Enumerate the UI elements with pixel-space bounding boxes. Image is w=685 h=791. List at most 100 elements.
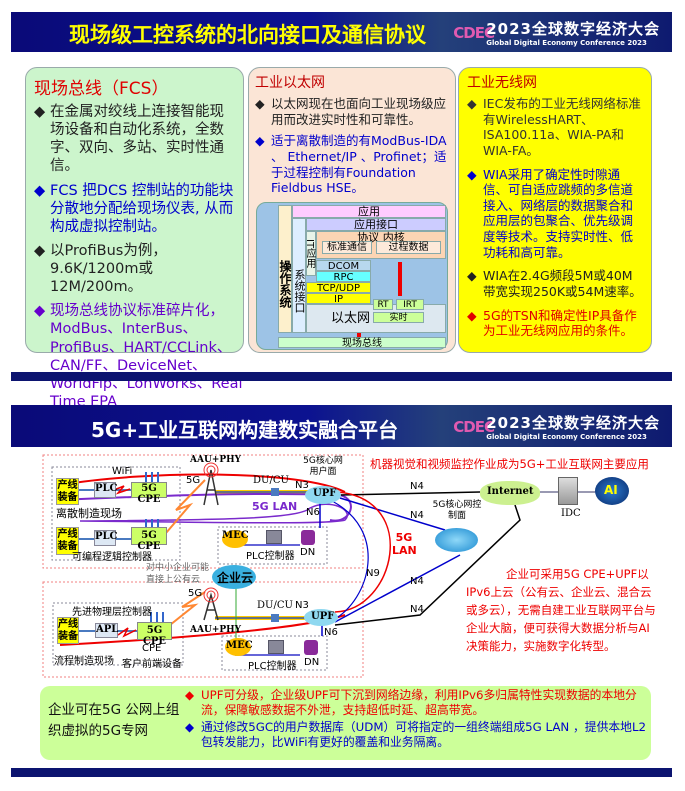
production-equipment: 产线装备 [56,478,79,505]
upf-label: UPF [313,488,337,499]
idc-label: IDC [561,508,581,519]
antenna-icon [145,472,164,622]
conference-logo: 2023全球数字经济大会 Global Digital Economy Conf… [486,18,660,47]
logo-mark: CDEC [453,24,495,42]
n4-label: N4 [410,604,424,615]
ethernet-item: 以太网现在也面向工业现场级应用而改进实时性和可靠性。 [255,96,455,127]
mec-label: MEC [226,640,253,651]
server-icon [268,640,284,654]
stack-ip: IP [306,293,371,305]
sme-note: 对中小企业可能直接上公有云 [146,563,210,585]
cpe-box: 5G CPE [131,527,167,552]
enterprise-cloud-label: 企业云 [217,571,254,585]
n4-label: N4 [410,481,424,492]
internet-label: Internet [487,486,534,497]
upf-cloud: UPF [305,486,341,504]
apl-controller-label: 先进物理层控制器 [72,607,152,618]
stack-app-interface: 应用接口 [306,218,446,231]
core-user-plane-label: 5G核心网用户面 [303,456,343,477]
process-site-label: 流程制造现场 [54,656,114,667]
wireless-item: IEC发布的工业无线网络标准有WirelessHART、ISA100.11a、W… [467,96,643,159]
double-arrow-icon [398,262,402,296]
5g-lan-red-label: 5G LAN [392,531,417,557]
fcs-item: FCS 把DCS 控制站的功能块分散地分配给现场仪表, 从而构成虚拟控制站。 [34,182,235,236]
plc-box: PLC [94,530,118,546]
5g-label: 5G [186,475,201,486]
summary-item: 通过修改5GC的用户数据库（UDM）可将指定的一组终端组成5G LAN ，提供本… [185,720,651,749]
core-control-plane-label: 5G核心网控制面 [432,500,482,521]
connector-mark [357,333,361,338]
slide2-banner: 5G+工业互联网构建数实融合平台 CDEC 2023全球数字经济大会 Globa… [11,405,672,447]
slide2-title: 5G+工业互联网构建数实融合平台 [91,418,399,442]
mec-cloud [225,638,251,656]
n4-label: N4 [410,510,424,521]
ai-label: AI [604,483,618,497]
ducu-label: DU/CU [253,475,289,486]
n6-label: N6 [324,627,338,638]
aau-label: AAU+PHY [190,455,242,465]
idc-server-icon [558,477,578,505]
cloud-note: 企业可采用5G CPE+UPF以IPv6上云（公有云、企业云、混合云或多云），无… [466,567,656,653]
server-icon [266,530,282,544]
dn-label: DN [304,657,320,668]
control-plane-cloud [435,528,478,552]
n3-label: N3 [295,480,309,491]
summary-item: UPF可分级，企业级UPF可下沉到网络边缘，利用IPv6多归属特性实现数据的本地… [185,688,651,717]
stack-dcom: DCOM [316,260,371,272]
mec-label: MEC [222,530,249,541]
fcs-item: 在金属对绞线上连接智能现场设备和自动化系统，全数字、双向、多站、实时性通信。 [34,103,235,176]
logo-mark: CDEC [453,418,495,436]
wireless-panel: 工业无线网 IEC发布的工业无线网络标准有WirelessHART、ISA100… [458,67,652,353]
plc-full-label: 可编程逻辑控制器 [72,552,152,563]
ducu-label: DU/CU [257,600,293,611]
wifi-label: WiFi [112,466,133,477]
plc-box: PLC [94,482,118,498]
stack-kernel-label: 协议 内核 [357,231,405,244]
dn-icon [304,640,318,655]
fcs-heading: 现场总线（FCS） [34,79,169,99]
stack-it-app: IT应用 [304,231,316,276]
conference-logo: 2023全球数字经济大会 Global Digital Economy Conf… [486,412,660,441]
plc-controller-label: PLC控制器 [246,551,295,562]
wireless-item: WIA采用了确定性时隙通信、可自适应跳频的多信道接入、网络层的数据聚合和应用层的… [467,167,643,261]
wireless-item: 5G的TSN和确定性IP具备作为工业无线网应用的条件。 [467,308,643,339]
stack-proc-data: 过程数据 [376,241,441,254]
stack-app: 应用 [292,205,446,218]
upf-label: UPF [311,611,335,622]
dn-icon [301,530,315,545]
n4-label: N4 [410,576,424,587]
wireless-item: WIA在2.4G频段5M或40M带宽实现250K或54M速率。 [467,268,643,299]
slide2-bottom-bar [11,768,672,777]
cpe-box: 5G CPE [131,482,167,505]
wireless-heading: 工业无线网 [467,75,537,91]
fcs-item: 以ProfiBus为例，9.6K/1200m或12M/200m。 [34,242,235,296]
apl-box: APL [95,623,118,638]
dn-label: DN [300,547,316,558]
production-equipment: 产线装备 [57,617,79,644]
stack-sys-interface: 系统接口 [292,218,306,333]
stack-rt: RT [373,299,393,310]
cpe-label: CPE [142,643,162,654]
slide1-title: 现场级工控系统的北向接口及通信协议 [69,23,426,47]
n9-label: N9 [366,568,380,579]
stack-std-comm: 标准通信 [322,241,372,254]
ai-brain-icon: AI [595,477,629,505]
ethernet-heading: 工业以太网 [255,75,325,91]
logo-subtitle: Global Digital Economy Conference 2023 [486,433,647,441]
logo-name: 2023全球数字经济大会 [486,414,660,432]
plc-controller-label: PLC控制器 [248,661,297,672]
cpe-box: 5G CPE [137,622,172,647]
summary-panel: 企业可在5G 公网上组织虚拟的5G专网 UPF可分级，企业级UPF可下沉到网络边… [40,686,651,760]
5g-lan-label: 5G LAN [252,500,298,513]
signal-icon [203,462,219,603]
5g-label: 5G [188,588,203,599]
n3-label: N3 [295,600,309,611]
summary-lead: 企业可在5G 公网上组织虚拟的5G专网 [48,702,180,739]
upf-cloud: UPF [304,609,338,626]
mec-cloud [222,530,248,548]
internet-cloud: Internet [480,481,540,505]
slide1-bottom-bar [11,372,672,381]
aau-label: AAU+PHY [190,625,242,635]
stack-realtime: 实时 [373,312,424,323]
